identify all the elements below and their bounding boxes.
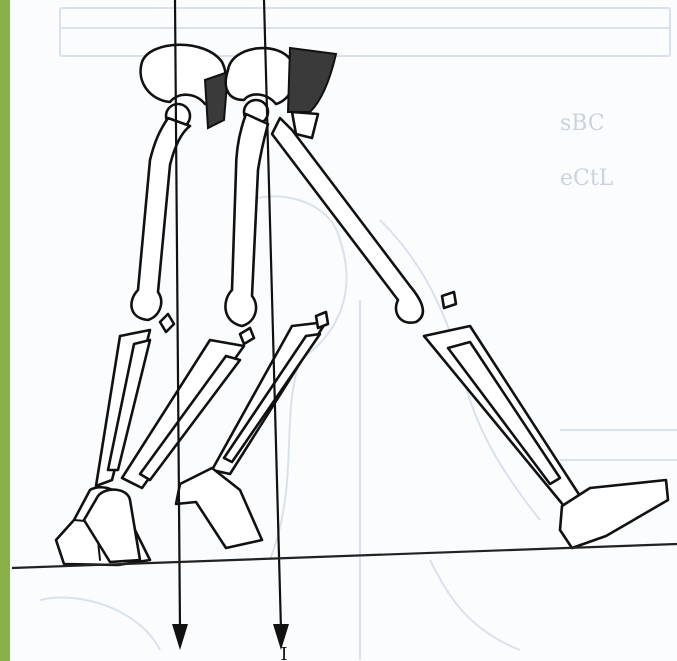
foot-4 xyxy=(176,468,262,548)
femur-1 xyxy=(131,118,190,320)
femur-2 xyxy=(225,114,268,326)
patella-1 xyxy=(160,314,174,332)
femur-3 xyxy=(272,118,423,323)
arrowhead-left xyxy=(172,624,188,650)
patella-2 xyxy=(240,328,254,344)
pelvis-2 xyxy=(226,48,295,104)
svg-text:eCtL: eCtL xyxy=(560,166,614,191)
skeleton-pose-4 xyxy=(176,312,328,548)
fibula-3 xyxy=(448,342,560,484)
sacrum-3 xyxy=(288,48,336,112)
skeleton-pose-3 xyxy=(272,48,668,548)
arrow-label: I xyxy=(280,644,287,661)
patella-3 xyxy=(442,292,456,308)
patella-4 xyxy=(316,312,328,328)
svg-text:sBC: sBC xyxy=(560,111,605,136)
